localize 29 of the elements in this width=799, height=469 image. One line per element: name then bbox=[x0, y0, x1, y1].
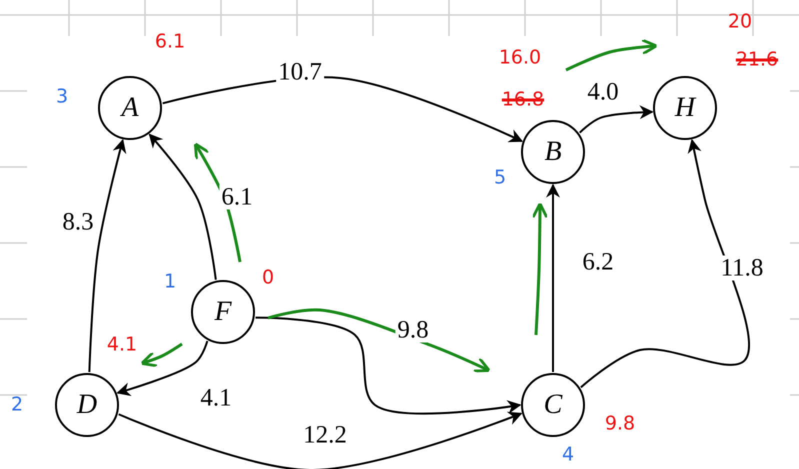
value-annotation: 16.0 bbox=[498, 48, 542, 68]
arrow bbox=[580, 138, 750, 388]
value-annotation: 6.1 bbox=[154, 32, 186, 52]
arrow bbox=[148, 134, 217, 280]
index-annotation: 2 bbox=[10, 396, 24, 414]
arrow bbox=[88, 138, 126, 372]
node-label: F bbox=[214, 298, 232, 326]
value-annotation: 0 bbox=[262, 268, 274, 288]
arrow bbox=[116, 340, 208, 396]
index-annotation: 3 bbox=[56, 88, 68, 106]
edge-label: 10.7 bbox=[276, 60, 324, 84]
struck-annotation: 21.6 bbox=[736, 50, 778, 70]
node-label: C bbox=[544, 391, 562, 419]
node-label: B bbox=[544, 138, 562, 166]
value-annotation: 20 bbox=[728, 12, 752, 32]
index-annotation: 4 bbox=[562, 446, 574, 464]
arrow bbox=[579, 105, 654, 134]
arrow bbox=[118, 412, 522, 469]
value-annotation: 9.8 bbox=[604, 414, 636, 434]
node-label: A bbox=[121, 94, 139, 122]
struck-annotation: 16.8 bbox=[502, 90, 544, 110]
node-label: D bbox=[76, 391, 98, 419]
arrow bbox=[256, 316, 522, 415]
index-annotation: 1 bbox=[164, 272, 176, 292]
index-annotation: 5 bbox=[494, 168, 506, 188]
value-annotation: 4.1 bbox=[106, 336, 138, 354]
node-label: H bbox=[674, 94, 696, 122]
edge-label: 9.8 bbox=[395, 318, 431, 342]
arrow bbox=[546, 184, 560, 372]
